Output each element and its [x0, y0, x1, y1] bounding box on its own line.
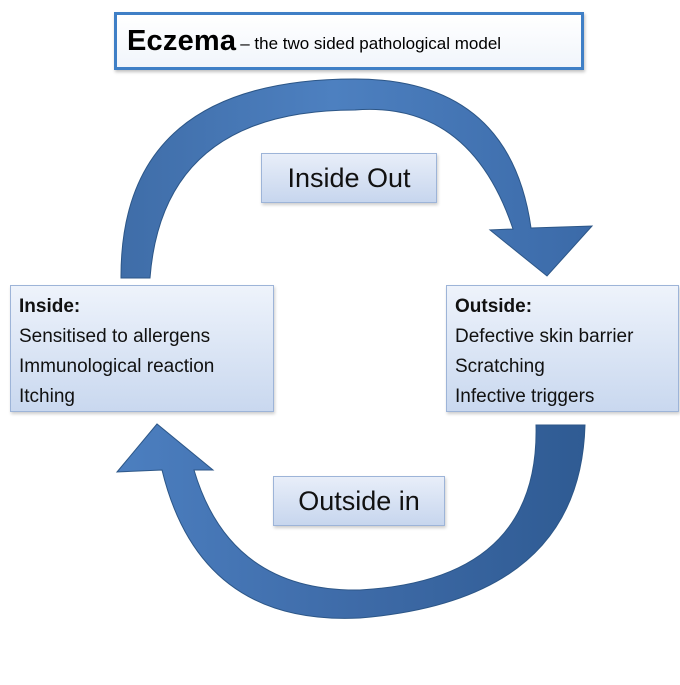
inside-out-arrow — [120, 78, 594, 279]
outside-in-arrow — [115, 423, 586, 619]
outside-heading: Outside: — [455, 296, 533, 317]
outside-in-label: Outside in — [273, 476, 445, 526]
inside-box: Inside: Sensitised to allergens Immunolo… — [10, 285, 274, 412]
title-box: Eczema – the two sided pathological mode… — [114, 12, 584, 70]
inside-out-label: Inside Out — [261, 153, 437, 203]
inside-heading: Inside: — [19, 296, 81, 317]
title-main: Eczema — [127, 24, 237, 57]
outside-item: Defective skin barrier — [455, 326, 634, 347]
outside-item: Scratching — [455, 356, 545, 377]
inside-item: Immunological reaction — [19, 356, 215, 377]
title-subtitle: – the two sided pathological model — [240, 34, 502, 53]
inside-item: Itching — [19, 386, 75, 407]
outside-box: Outside: Defective skin barrier Scratchi… — [446, 285, 679, 412]
inside-item: Sensitised to allergens — [19, 326, 211, 347]
outside-item: Infective triggers — [455, 386, 595, 407]
